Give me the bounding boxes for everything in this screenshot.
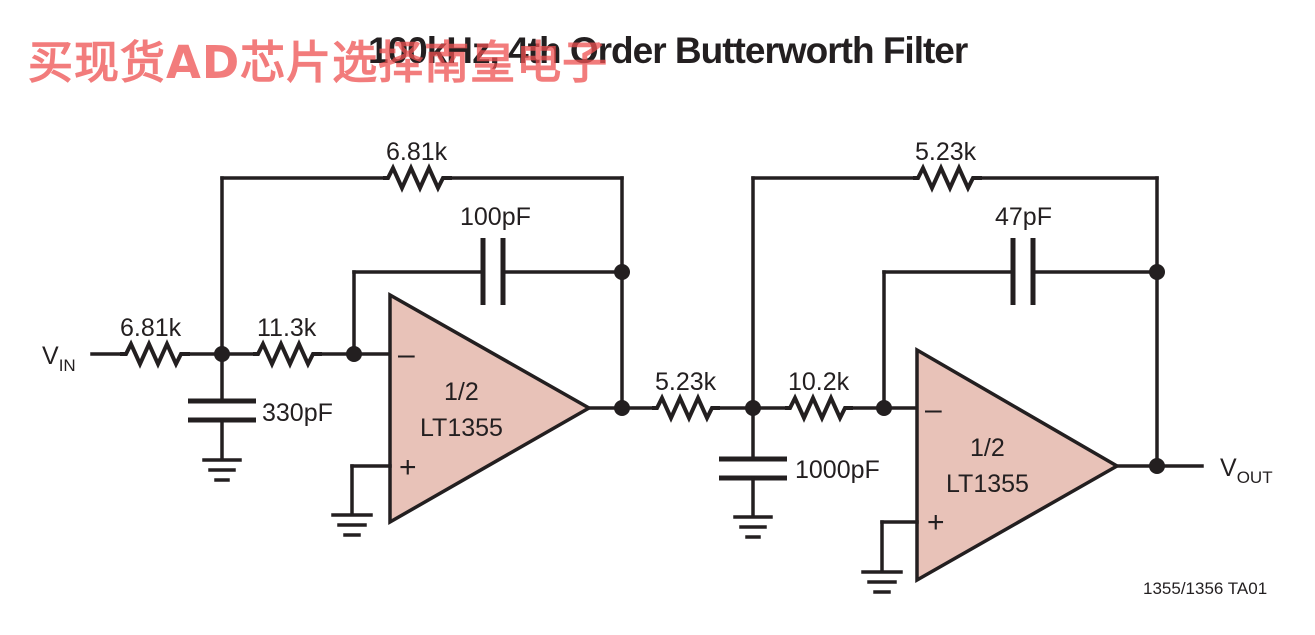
junction-node bbox=[214, 346, 230, 362]
figure-id: 1355/1356 TA01 bbox=[1143, 579, 1267, 598]
ground-icon bbox=[331, 513, 373, 537]
ground-icon bbox=[202, 458, 242, 482]
stage-1 bbox=[90, 163, 630, 537]
c100-value: 100pF bbox=[460, 203, 531, 231]
vin-label: VIN bbox=[42, 342, 76, 375]
resistor-r5 bbox=[785, 393, 853, 423]
junction-node bbox=[1149, 458, 1165, 474]
junction-node bbox=[346, 346, 362, 362]
opamp-1-noninv-sign: + bbox=[399, 451, 417, 484]
opamp-2 bbox=[915, 346, 1121, 584]
opamp-1-part: LT1355 bbox=[420, 414, 503, 442]
opamp-1 bbox=[388, 291, 593, 526]
ground-icon bbox=[733, 515, 773, 539]
opamp-2-fraction: 1/2 bbox=[970, 434, 1005, 462]
r5-value: 10.2k bbox=[788, 368, 850, 396]
c330-value: 330pF bbox=[262, 399, 333, 427]
r6-value: 5.23k bbox=[915, 138, 977, 166]
c47-value: 47pF bbox=[995, 203, 1052, 231]
r4-value: 5.23k bbox=[655, 368, 717, 396]
r2-value: 11.3k bbox=[257, 314, 317, 342]
stage-2 bbox=[719, 163, 1204, 594]
r3-value: 6.81k bbox=[386, 138, 448, 166]
ground-icon bbox=[861, 570, 903, 594]
diagram-title: 100kHz, 4th Order Butterworth Filter bbox=[368, 30, 968, 71]
opamp-1-inv-sign: – bbox=[398, 338, 415, 371]
resistor-r2 bbox=[253, 339, 322, 369]
opamp-2-noninv-sign: + bbox=[927, 506, 945, 539]
resistor-r6 bbox=[913, 163, 982, 193]
junction-node bbox=[1149, 264, 1165, 280]
junction-node bbox=[745, 400, 761, 416]
r1-value: 6.81k bbox=[120, 314, 182, 342]
junction-node bbox=[614, 264, 630, 280]
junction-node bbox=[876, 400, 892, 416]
opamp-2-inv-sign: – bbox=[925, 393, 942, 426]
resistor-r1 bbox=[120, 339, 190, 369]
resistor-r3 bbox=[383, 163, 452, 193]
watermark-text: 买现货AD芯片选择南皇电子 bbox=[28, 36, 609, 89]
opamp-1-fraction: 1/2 bbox=[444, 378, 479, 406]
c1000-value: 1000pF bbox=[795, 456, 880, 484]
vout-label: VOUT bbox=[1220, 454, 1273, 487]
opamp-2-part: LT1355 bbox=[946, 470, 1029, 498]
resistor-r4 bbox=[652, 393, 720, 423]
